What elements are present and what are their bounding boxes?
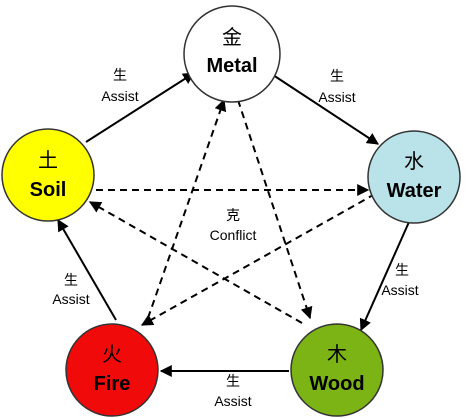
node-fire: 火 Fire — [65, 323, 159, 417]
label-assist-metal-water: 生 Assist — [318, 69, 355, 105]
node-wood-circle — [290, 323, 384, 417]
node-soil-char: 土 — [38, 148, 58, 172]
node-fire-char: 火 — [102, 342, 122, 366]
assist-text: Assist — [214, 393, 251, 409]
conflict-arrow-metal-wood — [237, 99, 313, 320]
label-assist-wood-fire: 生 Assist — [214, 374, 251, 409]
assist-char: 生 — [226, 374, 240, 390]
label-assist-water-wood: 生 Assist — [381, 263, 418, 298]
node-soil: 土 Soil — [1, 128, 95, 222]
node-metal: 金 Metal — [183, 5, 281, 103]
assist-text: Assist — [381, 282, 418, 298]
node-fire-circle — [65, 323, 159, 417]
node-wood: 木 Wood — [290, 323, 384, 417]
assist-char: 生 — [395, 263, 409, 279]
node-water: 水 Water — [367, 130, 461, 224]
assist-text: Assist — [52, 291, 89, 307]
assist-arrow-metal-water — [269, 72, 380, 145]
assist-text: Assist — [101, 88, 138, 104]
assist-arrow-water-wood — [359, 221, 410, 332]
conflict-char: 克 — [226, 208, 240, 224]
label-conflict: 克 Conflict — [210, 208, 257, 243]
node-water-char: 水 — [404, 149, 424, 173]
node-fire-name: Fire — [94, 373, 131, 395]
node-wood-name: Wood — [309, 373, 364, 395]
node-soil-circle — [1, 128, 95, 222]
node-metal-name: Metal — [206, 55, 257, 77]
conflict-arrow-wood-soil — [88, 201, 303, 324]
conflict-arrow-water-fire — [140, 193, 376, 326]
node-metal-circle — [183, 5, 281, 103]
conflict-text: Conflict — [210, 227, 257, 243]
conflict-arrow-fire-metal — [147, 98, 227, 319]
label-assist-soil-metal: 生 Assist — [101, 68, 138, 104]
node-water-name: Water — [387, 180, 442, 202]
label-assist-fire-soil: 生 Assist — [52, 273, 89, 307]
assist-char: 生 — [330, 69, 344, 85]
assist-char: 生 — [113, 68, 127, 84]
assist-arrow-fire-soil — [57, 218, 117, 321]
assist-arrow-soil-metal — [85, 72, 196, 143]
node-wood-char: 木 — [327, 342, 347, 366]
assist-text: Assist — [318, 89, 355, 105]
node-soil-name: Soil — [30, 179, 67, 201]
node-water-circle — [367, 130, 461, 224]
node-metal-char: 金 — [222, 25, 242, 49]
assist-char: 生 — [64, 273, 78, 289]
